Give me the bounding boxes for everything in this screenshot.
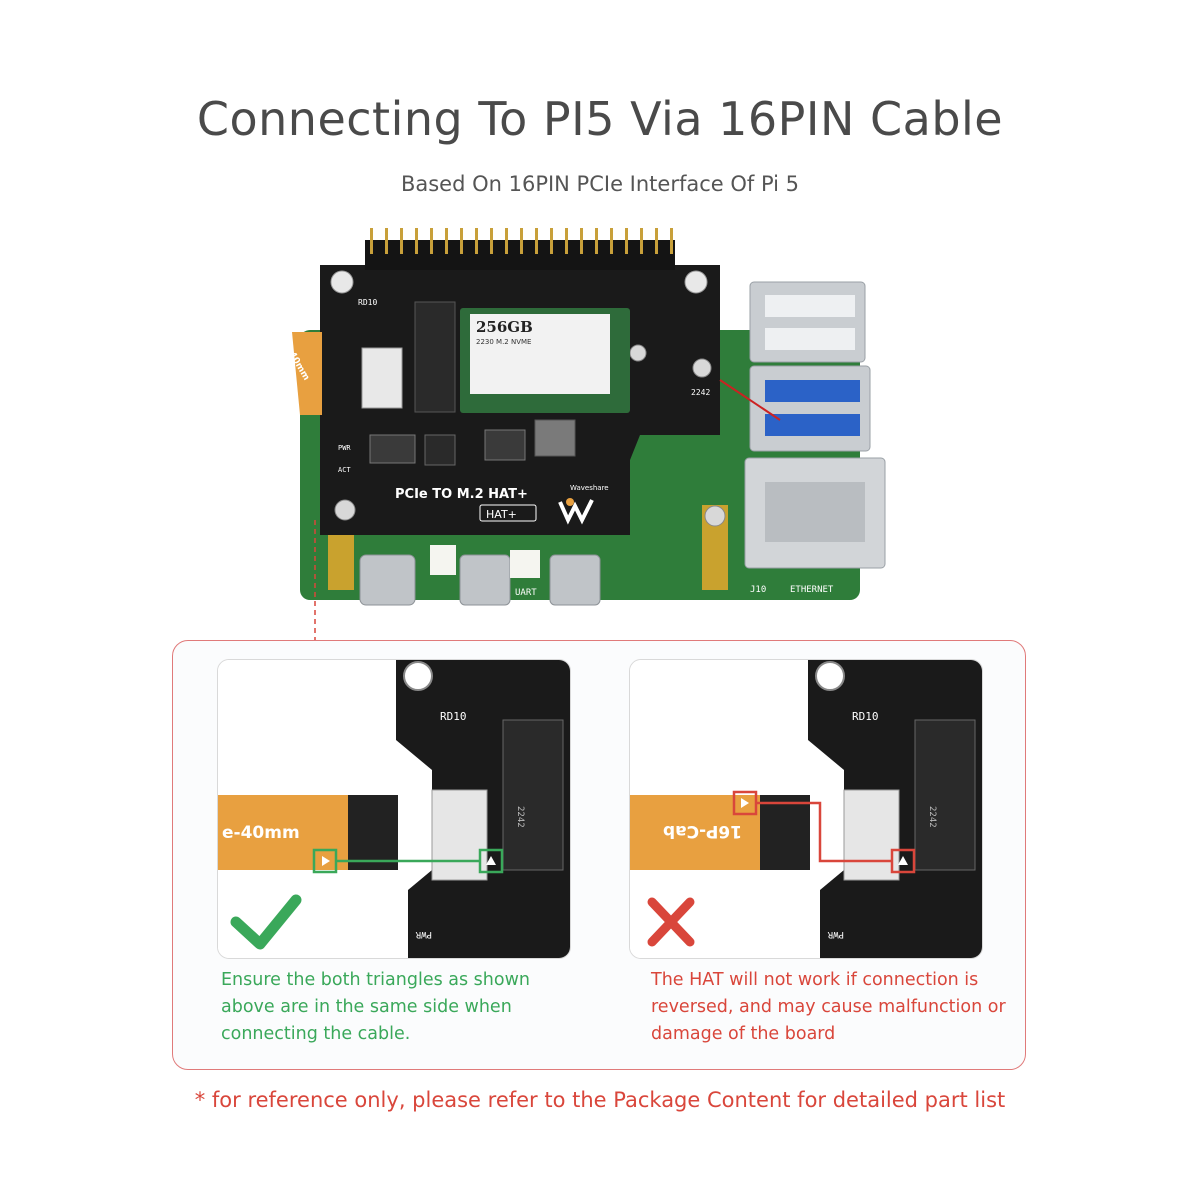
page-title: Connecting To PI5 Via 16PIN Cable — [196, 92, 1004, 146]
mount-screw — [629, 344, 647, 362]
ethernet-label: ETHERNET — [790, 585, 834, 595]
wrong-connection-caption: The HAT will not work if connection is r… — [651, 970, 1006, 1044]
fpc-connector — [361, 347, 403, 409]
correct-connection-illustration: RD10 2242 e-40mm PWR — [218, 660, 570, 958]
page-subtitle: Based On 16PIN PCIe Interface Of Pi 5 — [400, 172, 800, 196]
correct-connection-caption: Ensure the both triangles as shown above… — [221, 970, 530, 1044]
rd10-label: RD10 — [852, 710, 879, 723]
brand-label: Waveshare — [570, 484, 609, 492]
wrong-connection-card: RD10 2242 16P-Cab PWR — [629, 659, 983, 959]
flex-cable — [292, 332, 322, 415]
hat-on-pi5-illustration: ETHERNET J10 UART — [287, 228, 886, 640]
mount-screw — [334, 499, 356, 521]
pwr-label: PWR — [338, 444, 351, 452]
ssd-capacity: 256GB — [476, 318, 533, 336]
mount-hole — [684, 270, 708, 294]
cable-text: 16P-Cab — [663, 821, 742, 841]
pwr-label: PWR — [415, 929, 432, 939]
bottom-ports: UART — [359, 545, 601, 606]
ssd-spec: 2230 M.2 NVME — [476, 338, 531, 346]
mount-screw — [704, 505, 726, 527]
usb-ports — [749, 281, 871, 452]
misalignment-line — [756, 801, 892, 863]
connection-detail-panel: RD10 2242 e-40mm PWR Ensure the both tri… — [172, 640, 1026, 1070]
reference-footnote: * for reference only, please refer to th… — [194, 1088, 1006, 1112]
slot-2242-label: 2242 — [691, 388, 710, 397]
wrong-connection-illustration: RD10 2242 16P-Cab PWR — [630, 660, 982, 958]
pwr-label: PWR — [827, 929, 844, 939]
cable-text: e-40mm — [222, 823, 300, 843]
uart-label: UART — [515, 588, 537, 598]
gpio-header — [365, 228, 675, 270]
slot-label: 2242 — [927, 806, 937, 828]
rd10-label: RD10 — [440, 710, 467, 723]
check-mark-icon — [230, 894, 302, 950]
slot-label: 2242 — [515, 806, 525, 828]
correct-connection-card: RD10 2242 e-40mm PWR — [217, 659, 571, 959]
rd10-label: RD10 — [358, 298, 377, 307]
mount-hole — [330, 270, 354, 294]
mount-screw — [692, 358, 712, 378]
hat-name: PCIe TO M.2 HAT+ — [395, 487, 528, 502]
act-label: ACT — [338, 466, 351, 474]
m2-slot — [414, 301, 456, 413]
cross-mark-icon — [647, 897, 695, 947]
waveshare-logo-icon — [558, 498, 594, 525]
j10-label: J10 — [750, 585, 766, 595]
hat-badge: HAT+ — [486, 508, 517, 521]
